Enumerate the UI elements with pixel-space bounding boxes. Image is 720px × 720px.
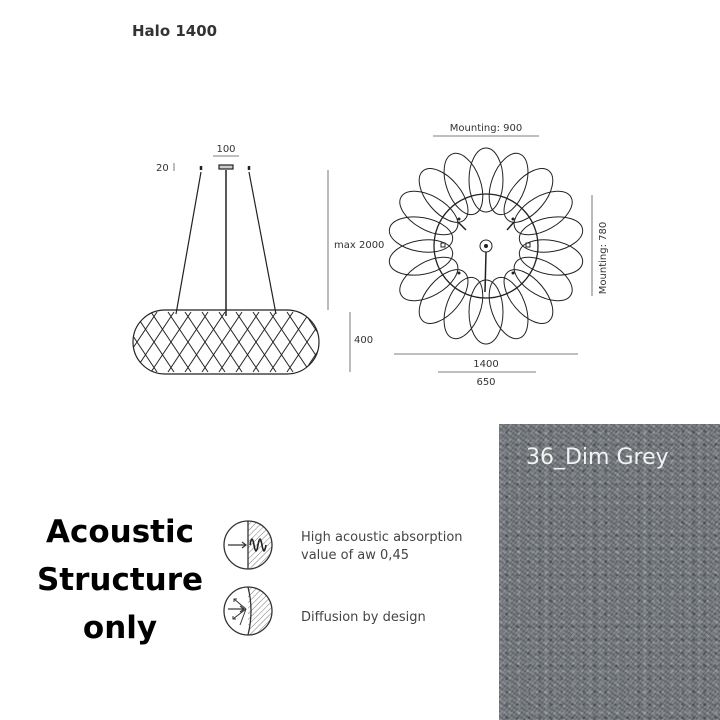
center-hub-dot: [484, 244, 488, 248]
lattice-strand: [235, 311, 277, 373]
mounting-hole-2: [511, 217, 515, 221]
product-title: Halo 1400: [132, 22, 218, 40]
feature-absorption-line-2: value of aw 0,45: [301, 548, 409, 563]
suspension-cable-right: [248, 171, 277, 315]
diameter-label: 1400: [473, 359, 498, 370]
lattice-strand: [167, 311, 209, 373]
petal: [468, 279, 504, 345]
suspension-cable-left: [175, 171, 202, 315]
petal: [503, 269, 554, 324]
center-disc: [433, 193, 539, 299]
acoustic-absorption-icon: [223, 520, 273, 570]
lattice-strand: [133, 311, 141, 373]
mounting-bracket-left: [440, 242, 446, 248]
body-height-label: 400: [354, 335, 373, 346]
acoustic-headline: Acoustic Structure only: [20, 508, 220, 652]
feature-diffusion-text: Diffusion by design: [301, 609, 426, 627]
canopy-height-label: 20: [156, 163, 169, 174]
petal: [518, 239, 584, 276]
mounting-hole-1: [457, 217, 461, 221]
petal: [443, 152, 484, 216]
petal: [503, 168, 554, 223]
petal: [443, 276, 484, 340]
lattice-strand: [133, 311, 158, 373]
headline-line-2: Structure: [36, 562, 204, 598]
mounting-width-label: Mounting: 900: [450, 123, 522, 134]
mounting-bracket-right: [525, 242, 531, 248]
petal: [388, 239, 454, 276]
inner-diameter-label: 650: [476, 377, 495, 388]
headline-line-3: only: [82, 610, 158, 646]
lattice-strand: [201, 311, 243, 373]
petal: [518, 216, 584, 253]
petal: [399, 256, 459, 302]
petal: [488, 276, 529, 340]
lattice-strand: [133, 311, 141, 373]
canopy: [218, 164, 234, 170]
lattice-strand: [184, 311, 226, 373]
lamp-body-lattice: [133, 311, 319, 373]
feature-diffusion-line-1: Diffusion by design: [301, 610, 426, 625]
swatch-label: 36_Dim Grey: [526, 445, 669, 470]
petal: [418, 269, 469, 324]
petal: [513, 190, 573, 236]
petal: [468, 147, 504, 213]
top-width-label: 100: [216, 144, 235, 155]
mounting-arm-right: [506, 221, 515, 231]
mounting-hole-4: [511, 271, 515, 275]
center-cable: [484, 251, 487, 293]
headline-line-1: Acoustic: [45, 514, 194, 550]
lattice-strand: [218, 311, 260, 373]
lattice-strand: [150, 311, 192, 373]
petal-ring: [388, 147, 584, 345]
feature-absorption-line-1: High acoustic absorption: [301, 530, 463, 545]
petal: [418, 168, 469, 223]
top-view-drawing: [388, 147, 584, 345]
lamp-body-outline: [132, 309, 320, 375]
mounting-arm-left: [457, 221, 467, 231]
cable-max-label: max 2000: [334, 240, 384, 251]
diffusion-icon: [223, 586, 273, 636]
feature-absorption-text: High acoustic absorption value of aw 0,4…: [301, 529, 463, 565]
side-view-drawing: [132, 164, 320, 375]
petal: [399, 190, 459, 236]
mounting-depth-label: Mounting: 780: [598, 222, 609, 294]
material-swatch: 36_Dim Grey: [499, 424, 720, 720]
petal: [488, 152, 529, 216]
technical-drawing: 100 20 max 2000 400 Mounting: 900 Mounti…: [132, 123, 609, 388]
lattice-strand: [252, 311, 294, 373]
petal: [513, 256, 573, 302]
lattice-strand: [286, 311, 319, 373]
petal: [388, 216, 454, 253]
mounting-hole-3: [457, 271, 461, 275]
lattice-strand: [269, 311, 311, 373]
